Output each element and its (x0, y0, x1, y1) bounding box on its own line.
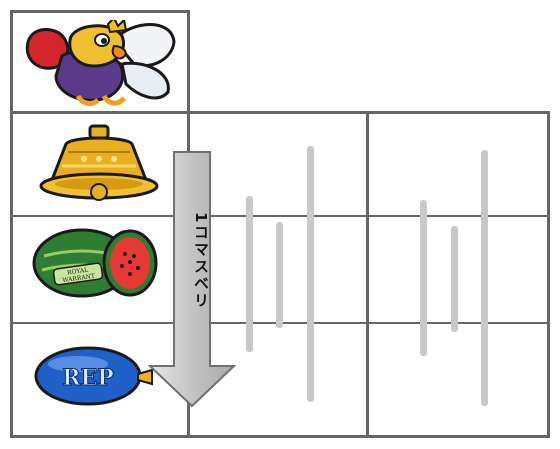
slip-arrow: 1コマスベリ (147, 150, 237, 410)
slip-bar (246, 196, 253, 352)
slip-bar (451, 226, 458, 332)
replay-symbol-icon: REP (34, 346, 153, 406)
slip-bar (276, 222, 283, 328)
down-arrow-icon (147, 151, 237, 408)
bell-symbol-icon (39, 124, 159, 201)
slip-bar (420, 200, 427, 356)
replay-label: REP (62, 365, 114, 391)
grid-divider-vertical (366, 111, 369, 438)
slip-arrow-label: 1コマスベリ (192, 212, 210, 310)
slip-bar (307, 146, 314, 402)
row-divider-1 (10, 215, 550, 217)
slip-bar (481, 150, 488, 406)
svg-text:ROYAL: ROYAL (67, 267, 89, 277)
svg-text:WARRANT: WARRANT (62, 273, 95, 285)
watermelon-symbol-icon: ROYAL WARRANT (32, 228, 158, 298)
character-symbol-icon (25, 20, 176, 106)
